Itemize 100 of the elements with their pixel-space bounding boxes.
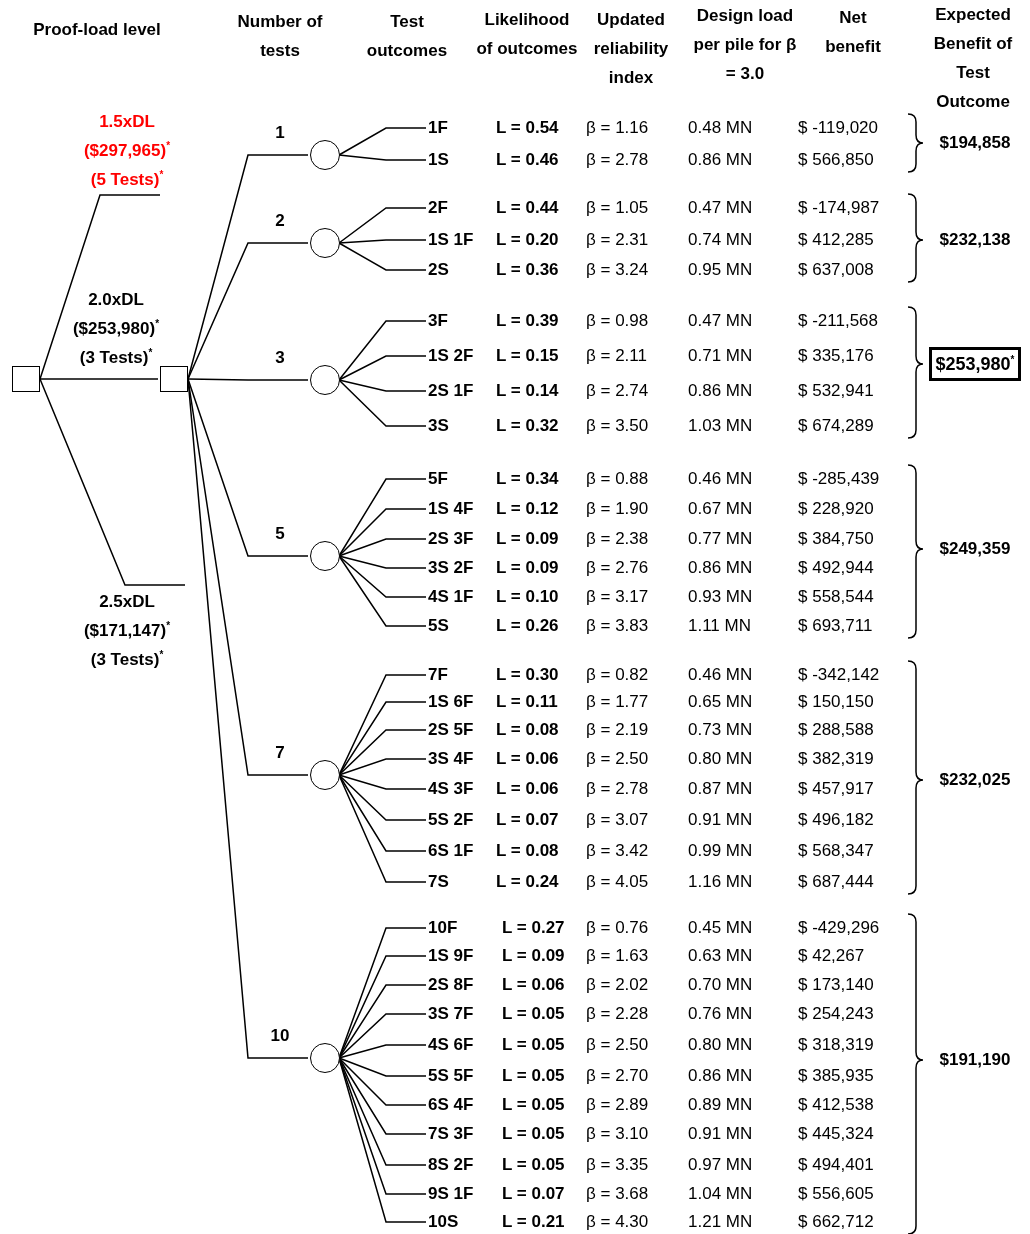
reliability-value: β = 3.24 <box>586 260 649 280</box>
design-load-value: 0.86 MN <box>688 381 753 401</box>
likelihood-value: L = 0.21 <box>502 1212 565 1232</box>
design-load-value: 0.73 MN <box>688 720 753 740</box>
outcome-text: 1S 4F <box>428 499 474 519</box>
net-benefit-value: $ 662,712 <box>798 1212 874 1232</box>
reliability-value: β = 1.63 <box>586 946 649 966</box>
likelihood-value: L = 0.09 <box>496 558 559 578</box>
net-benefit-value: $ 496,182 <box>798 810 874 830</box>
branch-line <box>39 194 161 380</box>
design-load-value: 0.48 MN <box>688 118 753 138</box>
likelihood-value: L = 0.26 <box>496 616 559 636</box>
reliability-value: β = 3.17 <box>586 587 649 607</box>
outcome-text: 4S 1F <box>428 587 474 607</box>
design-load-value: 0.86 MN <box>688 1066 753 1086</box>
branch-line <box>187 378 309 381</box>
reliability-value: β = 2.31 <box>586 230 649 250</box>
design-load-value: 0.46 MN <box>688 469 753 489</box>
outcome-text: 1F <box>428 118 448 138</box>
branch-line <box>338 555 427 569</box>
outcome-text: 5S 2F <box>428 810 474 830</box>
branch-label: 1 <box>274 123 286 143</box>
branch-line <box>338 127 427 156</box>
reliability-value: β = 2.78 <box>586 150 649 170</box>
likelihood-value: L = 0.05 <box>502 1124 565 1144</box>
outcome-text: 1S <box>428 150 449 170</box>
reliability-value: β = 2.78 <box>586 779 649 799</box>
design-load-value: 0.46 MN <box>688 665 753 685</box>
net-benefit-value: $ 637,008 <box>798 260 874 280</box>
net-benefit-value: $ 384,750 <box>798 529 874 549</box>
design-load-value: 0.71 MN <box>688 346 753 366</box>
branch-line <box>338 1044 427 1059</box>
column-header: Expected Benefit of Test Outcome <box>932 4 1014 113</box>
branch-label: 2.0xDL ($253,980)$^{*}$ (3 Tests)$^{*}$ <box>71 288 161 369</box>
net-benefit-value: $ 288,588 <box>798 720 874 740</box>
reliability-value: β = 2.76 <box>586 558 649 578</box>
outcome-text: 4S 3F <box>428 779 474 799</box>
reliability-value: β = 3.83 <box>586 616 649 636</box>
design-load-value: 0.99 MN <box>688 841 753 861</box>
likelihood-value: L = 0.54 <box>496 118 559 138</box>
branch-line <box>39 378 186 586</box>
branch-label: 3 <box>274 348 286 368</box>
branch-line <box>338 379 427 427</box>
net-benefit-value: $ 558,544 <box>798 587 874 607</box>
net-benefit-value: $ 150,150 <box>798 692 874 712</box>
likelihood-value: L = 0.20 <box>496 230 559 250</box>
outcome-text: 5S <box>428 616 449 636</box>
expected-benefit-value: $249,359 <box>939 539 1011 559</box>
outcome-text: 6S 4F <box>428 1095 474 1115</box>
branch-line <box>338 1057 427 1106</box>
likelihood-value: L = 0.39 <box>496 311 559 331</box>
likelihood-value: L = 0.36 <box>496 260 559 280</box>
net-benefit-value: $ 385,935 <box>798 1066 874 1086</box>
net-benefit-value: $ -211,568 <box>798 311 879 331</box>
likelihood-value: L = 0.15 <box>496 346 559 366</box>
net-benefit-value: $ 556,605 <box>798 1184 874 1204</box>
outcome-text: 7S <box>428 872 449 892</box>
likelihood-value: L = 0.08 <box>496 841 559 861</box>
outcome-text: 6S 1F <box>428 841 474 861</box>
likelihood-value: L = 0.05 <box>502 1155 565 1175</box>
column-header: Proof-load level <box>32 19 162 41</box>
reliability-value: β = 4.05 <box>586 872 649 892</box>
reliability-value: β = 2.70 <box>586 1066 649 1086</box>
likelihood-value: L = 0.30 <box>496 665 559 685</box>
branch-label: 1.5xDL ($297,965)$^{*}$ (5 Tests)$^{*}$ <box>82 110 172 191</box>
likelihood-value: L = 0.06 <box>502 975 565 995</box>
likelihood-value: L = 0.09 <box>502 946 565 966</box>
likelihood-value: L = 0.05 <box>502 1066 565 1086</box>
design-load-value: 0.77 MN <box>688 529 753 549</box>
branch-line <box>338 320 427 381</box>
reliability-value: β = 2.50 <box>586 749 649 769</box>
reliability-value: β = 2.89 <box>586 1095 649 1115</box>
outcome-text: 2F <box>428 198 448 218</box>
reliability-value: β = 1.77 <box>586 692 649 712</box>
reliability-value: β = 2.28 <box>586 1004 649 1024</box>
reliability-value: β = 2.02 <box>586 975 649 995</box>
net-benefit-value: $ 532,941 <box>798 381 874 401</box>
likelihood-value: L = 0.44 <box>496 198 559 218</box>
reliability-value: β = 1.90 <box>586 499 649 519</box>
column-header: Test outcomes <box>365 11 449 62</box>
branch-line <box>338 1057 427 1077</box>
outcome-text: 7S 3F <box>428 1124 474 1144</box>
branch-line <box>187 378 309 557</box>
reliability-value: β = 0.88 <box>586 469 649 489</box>
design-load-value: 0.80 MN <box>688 749 753 769</box>
net-benefit-value: $ -285,439 <box>798 469 880 489</box>
design-load-value: 1.11 MN <box>688 616 751 636</box>
net-benefit-value: $ 566,850 <box>798 150 874 170</box>
design-load-value: 0.93 MN <box>688 587 753 607</box>
design-load-value: 0.47 MN <box>688 198 753 218</box>
design-load-value: 1.16 MN <box>688 872 753 892</box>
design-load-value: 0.91 MN <box>688 1124 753 1144</box>
net-benefit-value: $ 687,444 <box>798 872 874 892</box>
chance-circle <box>310 541 340 571</box>
outcome-text: 5F <box>428 469 448 489</box>
likelihood-value: L = 0.05 <box>502 1095 565 1115</box>
branch-line <box>187 242 309 380</box>
net-benefit-value: $ 457,917 <box>798 779 874 799</box>
design-load-value: 0.89 MN <box>688 1095 753 1115</box>
branch-line <box>338 1013 427 1059</box>
